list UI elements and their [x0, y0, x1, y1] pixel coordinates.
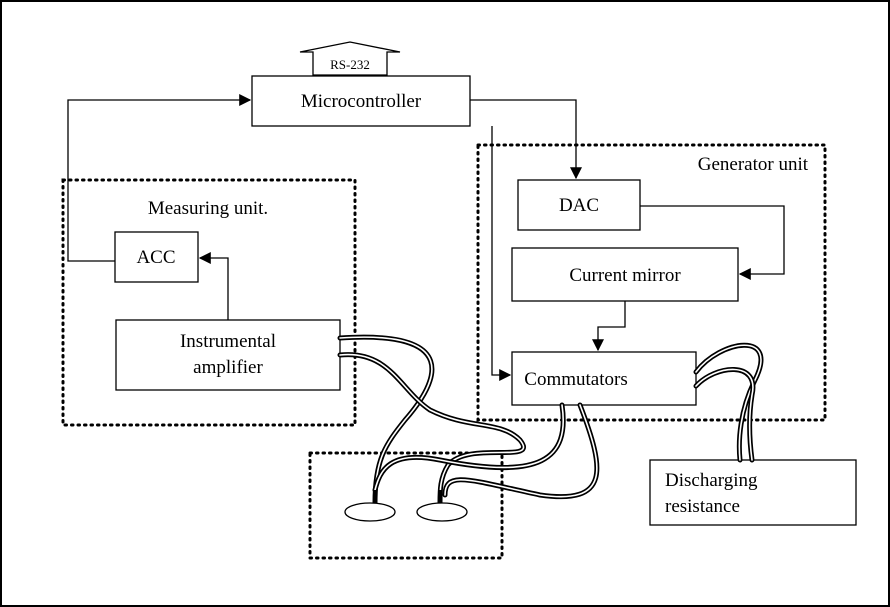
microcontroller-to-dac-arrow [470, 99, 582, 180]
microcontroller-label: Microcontroller [301, 91, 422, 112]
electrodes-group [308, 451, 504, 560]
electrode-right [416, 490, 468, 522]
acc-to-microcontroller-arrow [67, 94, 252, 262]
measuring-unit-group [61, 178, 357, 427]
dac-label: DAC [559, 195, 599, 216]
commutators-label: Commutators [524, 369, 627, 390]
generator-unit-group [476, 143, 827, 422]
instrumental-amplifier-label-1: Instrumental [180, 331, 276, 352]
measuring-unit-label: Measuring unit. [148, 198, 268, 219]
current-mirror-label: Current mirror [569, 265, 681, 286]
amplifier-to-acc-arrow [198, 252, 229, 320]
acc-label: ACC [136, 247, 175, 268]
microcontroller-box [251, 75, 471, 127]
rs232-label: RS-232 [330, 57, 370, 72]
discharging-resistance-label-1: Discharging [665, 470, 758, 491]
instrumental-amplifier-label-2: amplifier [193, 357, 263, 378]
current-mirror-to-commutators-arrow [592, 301, 626, 352]
current-mirror-box [511, 247, 739, 302]
cables [337, 334, 764, 506]
dac-to-current-mirror-arrow [640, 205, 785, 280]
electrode-left [344, 490, 396, 522]
rs232-arrow-icon [299, 41, 401, 76]
cable-commutators-electrode-left [372, 402, 566, 493]
generator-unit-label: Generator unit [698, 154, 809, 175]
dac-box [517, 179, 641, 231]
acc-box [114, 231, 199, 283]
microcontroller-to-commutators-arrow [491, 126, 512, 381]
commutators-box [511, 351, 697, 406]
discharging-resistance-box [649, 459, 857, 526]
discharging-resistance-label-2: resistance [665, 496, 740, 517]
